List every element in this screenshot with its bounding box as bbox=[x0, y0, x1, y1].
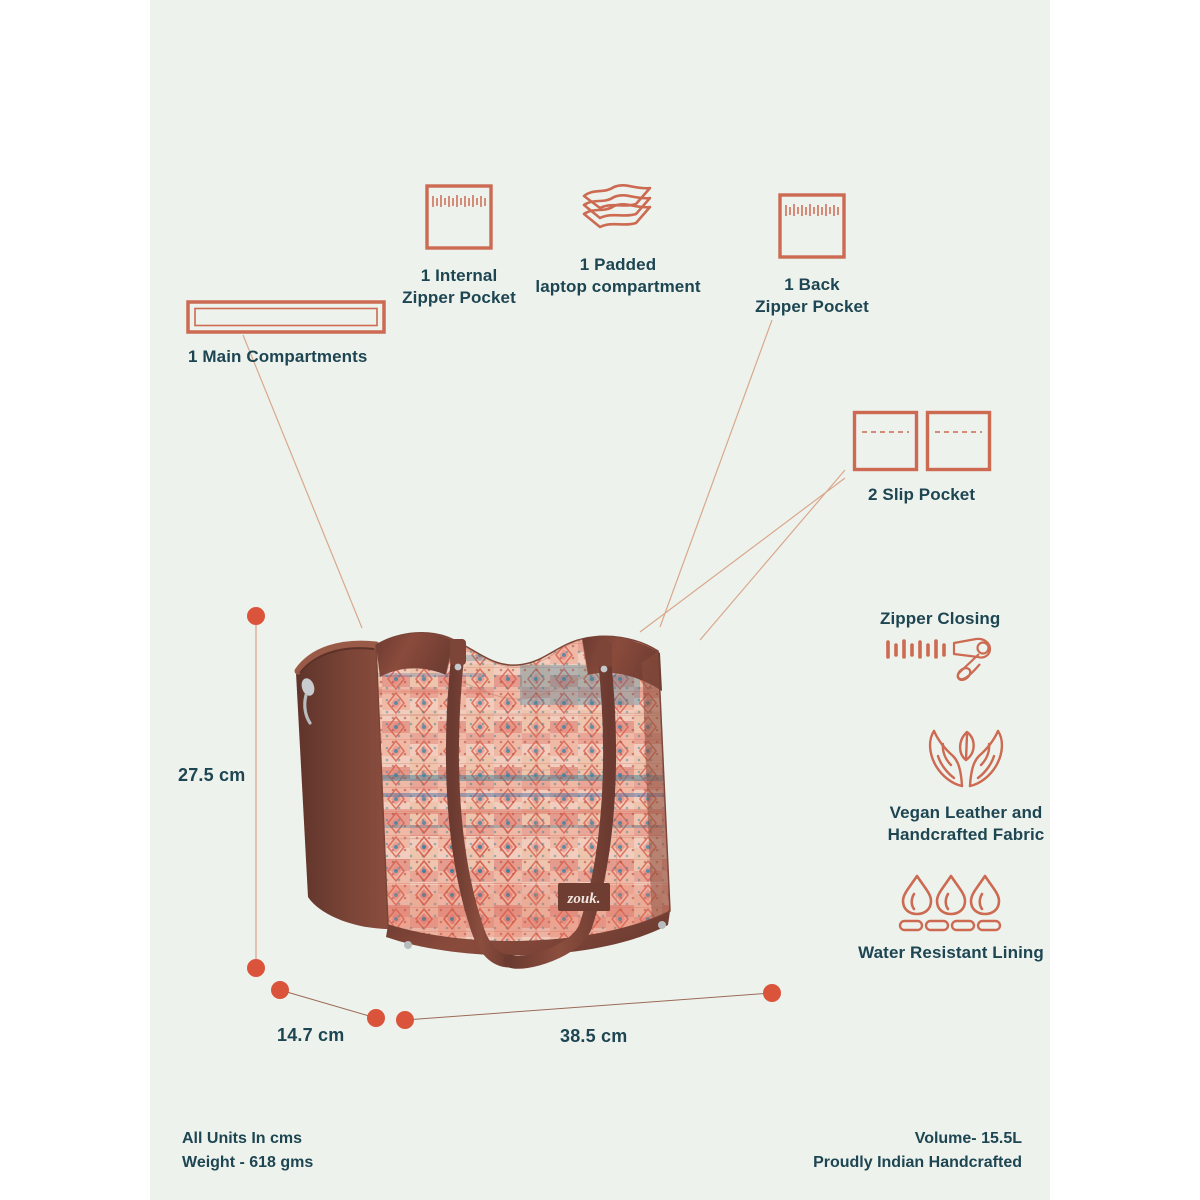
feature-label: 1 Padded laptop compartment bbox=[535, 255, 701, 296]
footer-left: All Units In cms Weight - 618 gms bbox=[182, 1127, 313, 1175]
dimension-depth: 14.7 cm bbox=[277, 1025, 345, 1045]
dimension-width: 38.5 cm bbox=[560, 1026, 628, 1046]
feature-internal-zipper-pocket: 1 Internal Zipper Pocket bbox=[379, 183, 539, 309]
footer-volume-text: Volume- 15.5L bbox=[914, 1130, 1022, 1147]
feature-vegan-leather: Vegan Leather and Handcrafted Fabric bbox=[866, 718, 1066, 846]
feature-label: 1 Internal Zipper Pocket bbox=[402, 266, 516, 307]
feature-label: Vegan Leather and Handcrafted Fabric bbox=[887, 803, 1045, 844]
bag-top-left-yoke bbox=[376, 633, 454, 677]
brand-label-text: zouk. bbox=[567, 891, 601, 907]
bag-front-fabric bbox=[376, 632, 670, 942]
footer-origin-text: Proudly Indian Handcrafted bbox=[813, 1154, 1022, 1171]
dim-endpoint bbox=[396, 1011, 414, 1029]
water-droplets-icon bbox=[898, 874, 1002, 932]
hands-leaf-icon bbox=[928, 729, 1004, 788]
zipper-pocket-square-icon bbox=[425, 184, 493, 250]
product-bag-image: zouk. bbox=[294, 632, 671, 969]
brand-label: zouk. bbox=[558, 883, 610, 911]
long-rectangle-compartment-icon bbox=[186, 300, 386, 334]
feature-label: Water Resistant Lining bbox=[858, 943, 1044, 962]
two-squares-dashed-icon bbox=[852, 410, 992, 472]
feature-label: 2 Slip Pocket bbox=[868, 485, 976, 504]
dim-endpoint bbox=[763, 984, 781, 1002]
dimension-height: 27.5 cm bbox=[178, 765, 246, 785]
stacked-layers-icon bbox=[582, 184, 652, 229]
feature-slip-pocket: 2 Slip Pocket bbox=[852, 410, 1052, 506]
feature-label: 1 Main Compartments bbox=[188, 347, 368, 366]
zipper-slider-icon bbox=[301, 678, 315, 725]
feature-zipper-closing: Zipper Closing bbox=[868, 608, 1068, 682]
dim-endpoint bbox=[247, 607, 265, 625]
dim-endpoint bbox=[247, 959, 265, 977]
footer-weight-text: Weight - 618 gms bbox=[182, 1154, 314, 1171]
zipper-pull-icon bbox=[886, 637, 992, 682]
footer-units-text: All Units In cms bbox=[182, 1130, 303, 1147]
dim-endpoint bbox=[271, 981, 289, 999]
bag-side-panel bbox=[296, 642, 390, 929]
feature-label: 1 Back Zipper Pocket bbox=[755, 275, 869, 316]
bag-bottom-trim bbox=[386, 911, 670, 956]
feature-water-resistant-lining: Water Resistant Lining bbox=[846, 872, 1056, 964]
footer-right: Volume- 15.5L Proudly Indian Handcrafted bbox=[813, 1127, 1022, 1175]
feature-main-compartments: 1 Main Compartments bbox=[186, 300, 396, 368]
feature-label: Zipper Closing bbox=[880, 609, 1001, 628]
feature-back-zipper-pocket: 1 Back Zipper Pocket bbox=[732, 192, 892, 318]
dim-endpoint bbox=[367, 1009, 385, 1027]
zipper-pocket-square-icon bbox=[778, 193, 846, 259]
feature-padded-laptop-compartment: 1 Padded laptop compartment bbox=[527, 180, 709, 298]
